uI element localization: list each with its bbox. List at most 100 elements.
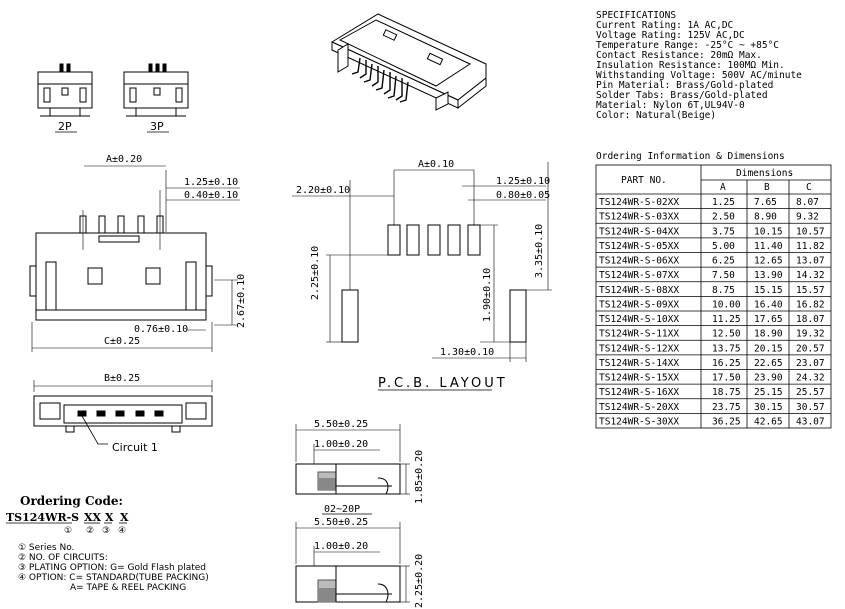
table-cell-a: 6.25 [712,256,735,267]
table-cell-part: TS124WR-S-14XX [599,358,679,369]
table-cell-b: 15.15 [754,285,783,296]
spec-withstanding-voltage: Withstanding Voltage: 500V AC/minute [596,70,802,81]
specifications-block: SPECIFICATIONS Current Rating: 1A AC,DC … [596,10,802,121]
dim-pcb-offset: 2.20±0.10 [296,185,350,196]
ordering-marker-4: ④ [118,526,126,536]
table-cell-c: 14.32 [796,270,825,281]
spec-solder-tabs: Solder Tabs: Brass/Gold-plated [596,90,768,101]
spec-pin-material: Pin Material: Brass/Gold-plated [596,80,773,91]
view-3p [123,63,189,117]
spec-contact-resistance: Contact Resistance: 20mΩ Max. [596,50,762,61]
table-cell-part: TS124WR-S-11XX [599,329,679,340]
label-2p: 2P [58,120,72,133]
table-cell-c: 43.07 [796,416,825,427]
spec-insulation-resistance: Insulation Resistance: 100MΩ Min. [596,60,785,71]
side-variant-label: 02~20P [324,504,360,515]
side-view-2 [295,522,410,603]
pcb-layout-label: P.C.B. LAYOUT [378,376,508,391]
dim-side1-w1: 5.50±0.25 [314,419,368,430]
ordering-code-plating: X [105,511,114,524]
table-cell-c: 30.57 [796,402,825,413]
table-cell-part: TS124WR-S-02XX [599,197,679,208]
table-cell-b: 30.15 [754,402,783,413]
table-cell-b: 42.65 [754,416,783,427]
ordering-marker-1: ① [64,526,72,536]
dim-side2-w2: 1.00±0.20 [314,541,368,552]
table-title: Ordering Information & Dimensions [596,151,785,162]
spec-material: Material: Nylon 6T,UL94V-0 [596,100,745,111]
ordering-note-plating: ③ PLATING OPTION: G= Gold Flash plated [18,563,206,573]
table-cell-a: 13.75 [712,343,741,354]
dim-side2-w1: 5.50±0.25 [314,517,368,528]
table-cell-c: 24.32 [796,373,825,384]
spec-voltage-rating: Voltage Rating: 125V AC,DC [596,30,745,41]
table-cell-a: 2.50 [712,212,735,223]
table-cell-part: TS124WR-S-12XX [599,343,679,354]
table-col-b: B [764,182,770,193]
table-cell-b: 23.90 [754,373,783,384]
table-cell-a: 36.25 [712,416,741,427]
table-cell-part: TS124WR-S-07XX [599,270,679,281]
dim-side2-h: 2.25±0.20 [414,554,425,608]
dimension-table: Ordering Information & Dimensions PART N… [596,151,825,427]
table-cell-b: 7.65 [754,197,777,208]
dim-pcb-height-mid: 1.90±0.10 [482,268,493,322]
dimension-table-grid [595,164,832,429]
table-cell-b: 13.90 [754,270,783,281]
ordering-code-circuits: XX [84,511,102,524]
dim-front-pin: 0.40±0.10 [184,190,238,201]
table-cell-c: 13.07 [796,256,825,267]
table-cell-b: 11.40 [754,241,783,252]
table-cell-c: 16.82 [796,299,825,310]
table-cell-a: 18.75 [712,387,741,398]
table-cell-a: 10.00 [712,299,741,310]
ordering-note-circuits: ② NO. OF CIRCUITS: [18,553,108,563]
ordering-code-separator: - [74,511,79,524]
table-cell-a: 1.25 [712,197,735,208]
dim-front-c: C±0.25 [104,336,140,347]
table-col-a: A [720,182,726,193]
front-view [29,165,240,352]
view-2p [37,63,93,117]
table-col-c: C [806,182,812,193]
bottom-view [33,380,213,445]
ordering-code-prefix: TS124WR-S [6,511,79,524]
ordering-code-title: Ordering Code: [20,494,123,508]
table-cell-a: 7.50 [712,270,735,281]
table-cell-a: 3.75 [712,226,735,237]
dim-pcb-height-left: 2.25±0.10 [310,246,321,300]
table-cell-part: TS124WR-S-10XX [599,314,679,325]
ordering-marker-2: ② [86,526,94,536]
table-cell-a: 12.50 [712,329,741,340]
table-cell-part: TS124WR-S-03XX [599,212,679,223]
table-cell-c: 20.57 [796,343,825,354]
table-cell-b: 16.40 [754,299,783,310]
label-3p: 3P [150,120,164,133]
table-cell-b: 12.65 [754,256,783,267]
table-cell-a: 8.75 [712,285,735,296]
ordering-note-option: ④ OPTION: C= STANDARD(TUBE PACKING) [18,573,209,583]
dim-pcb-pad-width: 0.80±0.05 [496,190,550,201]
table-cell-a: 5.00 [712,241,735,252]
table-cell-c: 11.82 [796,241,825,252]
table-cell-a: 11.25 [712,314,741,325]
dim-side1-w2: 1.00±0.20 [314,439,368,450]
table-cell-a: 16.25 [712,358,741,369]
table-cell-part: TS124WR-S-16XX [599,387,679,398]
ordering-note-series: ① Series No. [18,543,74,553]
table-cell-c: 15.57 [796,285,825,296]
ordering-code-block: Ordering Code: TS124WR-S - XX X X ① ② ③ … [6,494,209,593]
table-dimensions-header: Dimensions [736,168,793,179]
dim-front-height: 2.67±0.10 [236,274,247,328]
table-cell-b: 18.90 [754,329,783,340]
table-cell-c: 23.07 [796,358,825,369]
pcb-layout [292,162,552,362]
table-cell-b: 10.15 [754,226,783,237]
table-cell-a: 17.50 [712,373,741,384]
dim-front-a: A±0.20 [106,154,142,165]
specifications-title: SPECIFICATIONS [596,10,676,21]
table-cell-c: 18.07 [796,314,825,325]
table-cell-b: 20.15 [754,343,783,354]
side-view-1 [295,424,410,495]
table-cell-b: 17.65 [754,314,783,325]
